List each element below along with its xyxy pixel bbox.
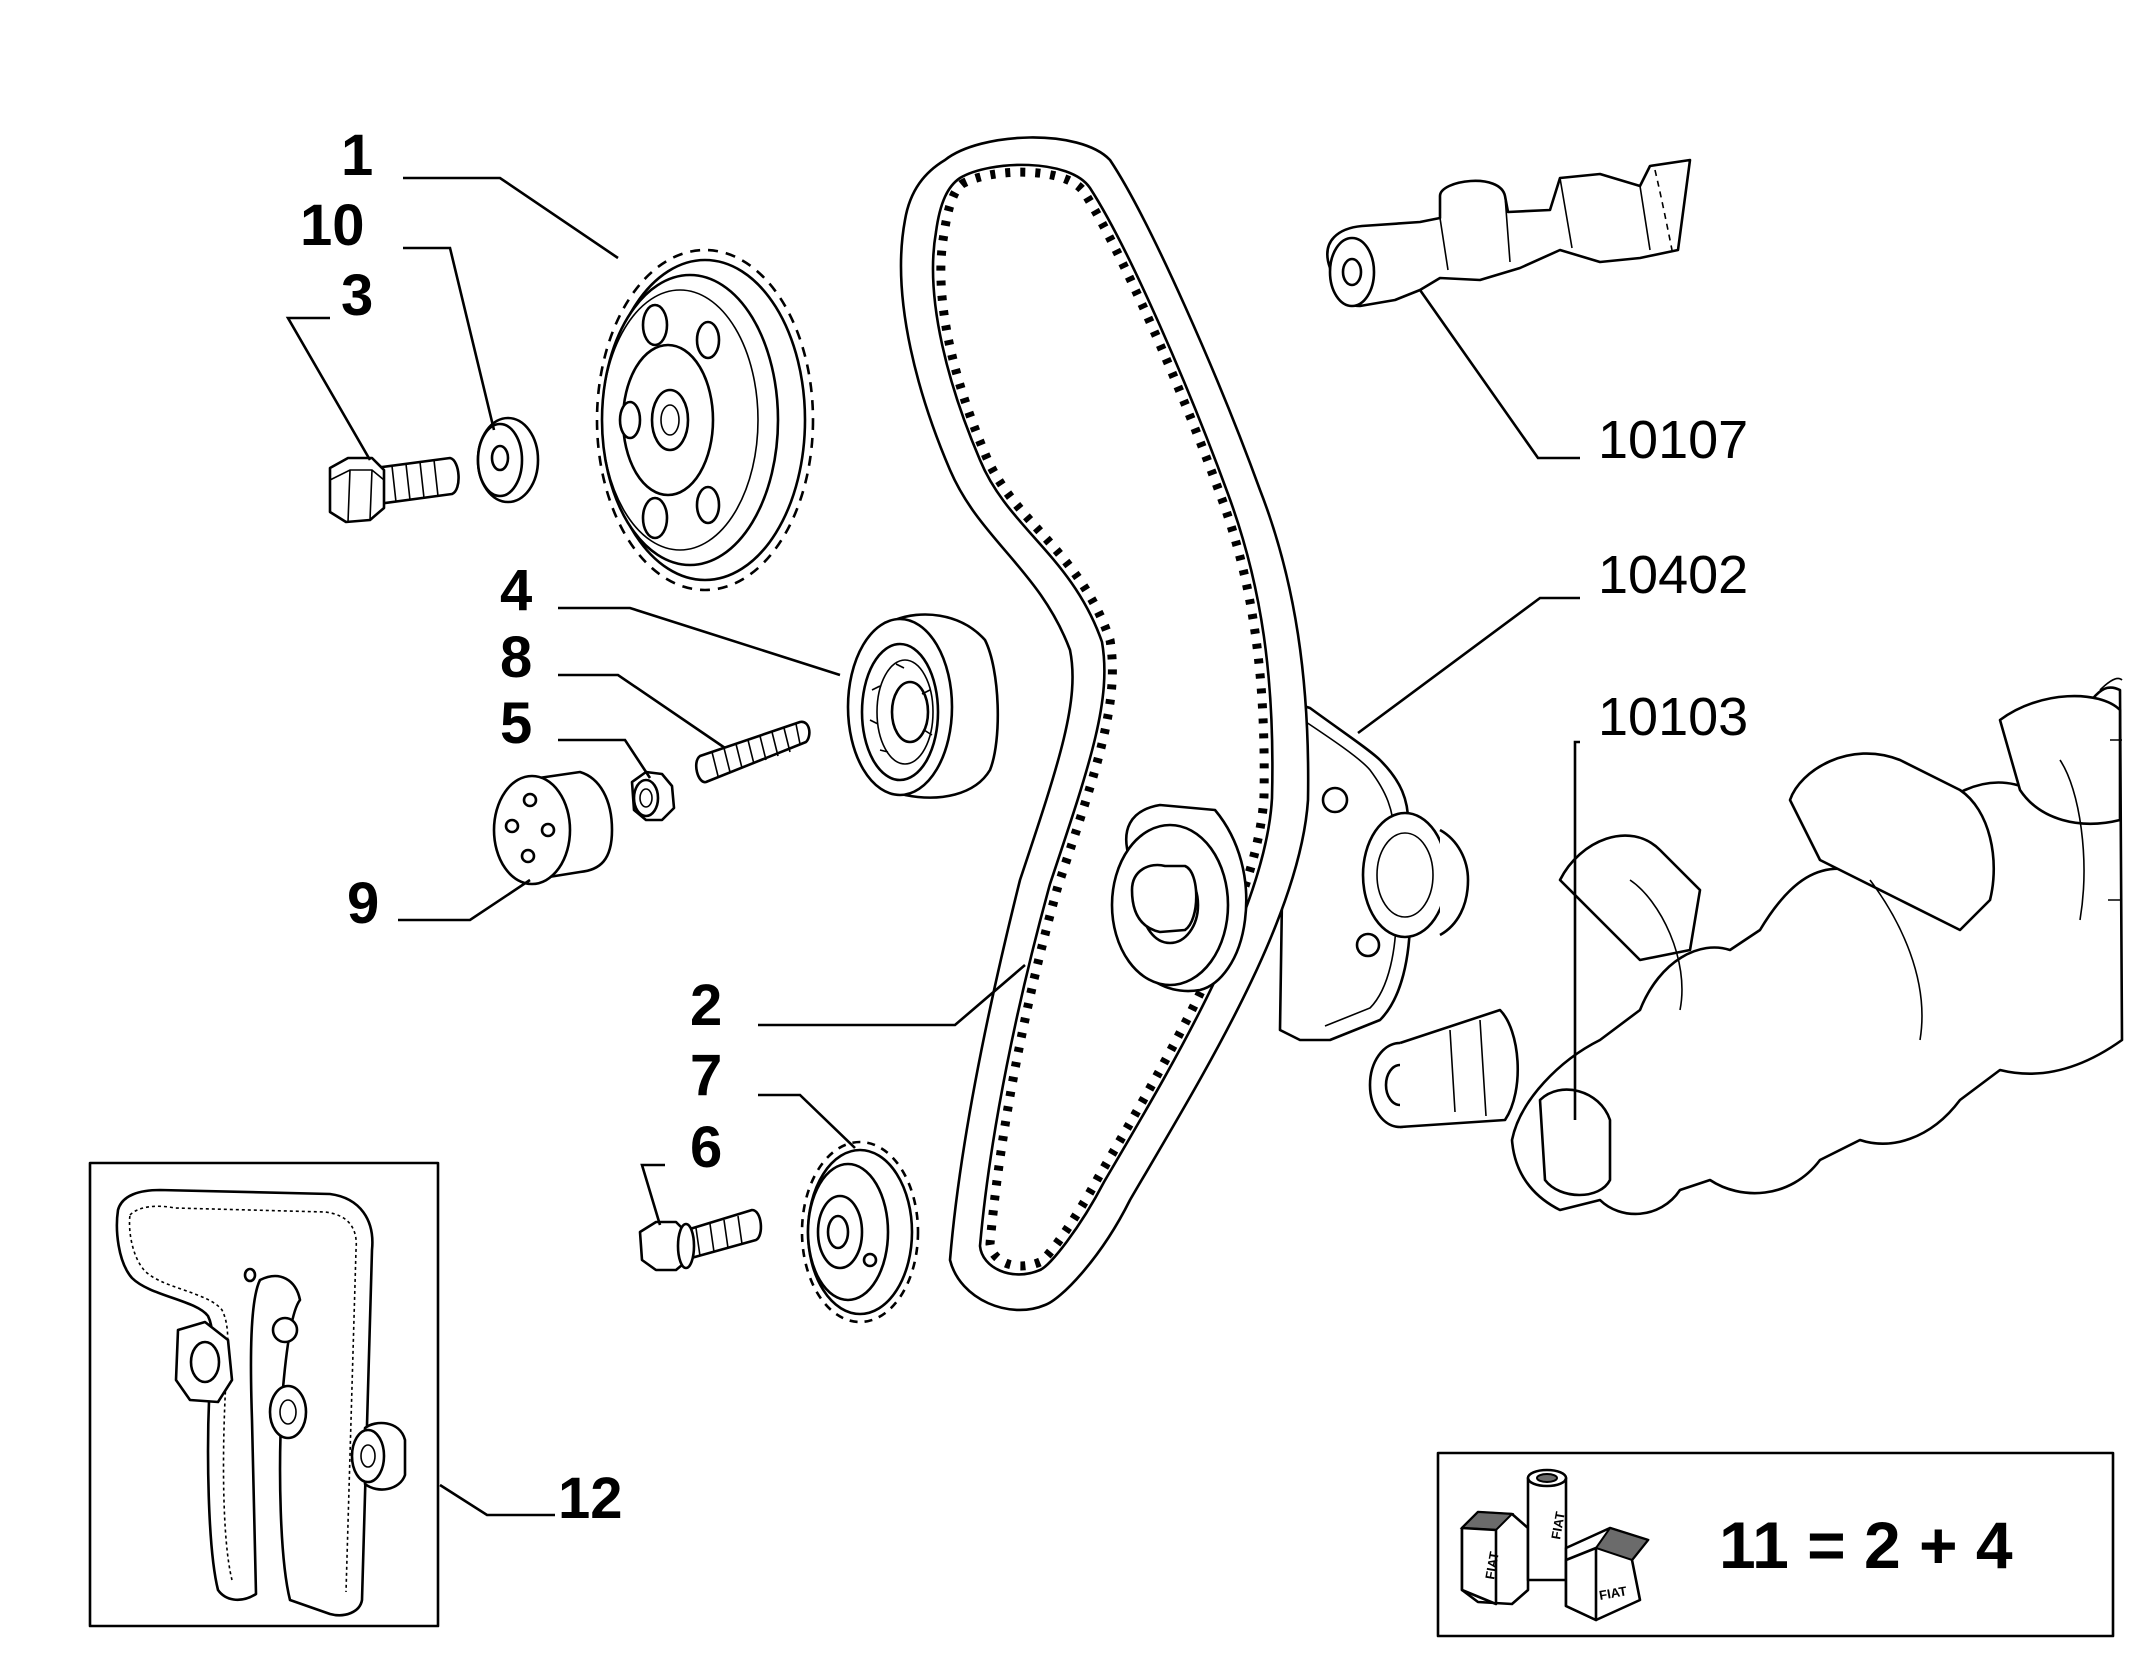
water-pump-pulley bbox=[1110, 803, 1248, 993]
kit-logo-text: FIAT bbox=[1482, 1550, 1502, 1580]
leader-lines bbox=[285, 176, 1580, 1517]
tensioner-pulley bbox=[846, 613, 1000, 799]
callout-12: 12 bbox=[558, 1466, 623, 1531]
idler-spacer bbox=[492, 770, 614, 886]
kit-logo-text-box: FIAT bbox=[1598, 1583, 1628, 1603]
callout-4: 4 bbox=[500, 558, 532, 623]
crankshaft bbox=[1368, 677, 2124, 1216]
pulley-bolt bbox=[328, 456, 460, 524]
callout-1: 1 bbox=[341, 123, 373, 188]
callout-7: 7 bbox=[690, 1043, 722, 1108]
reference-10107: 10107 bbox=[1598, 410, 1748, 470]
tensioner-stud bbox=[694, 720, 811, 784]
camshaft bbox=[1326, 158, 1692, 308]
callout-2: 2 bbox=[690, 973, 722, 1038]
reference-10402: 10402 bbox=[1598, 545, 1748, 605]
callout-6: 6 bbox=[690, 1115, 722, 1180]
camshaft-pulley bbox=[595, 248, 815, 592]
kit-logo-text-tube: FIAT bbox=[1548, 1510, 1568, 1540]
reference-10103: 10103 bbox=[1598, 687, 1748, 747]
callout-5: 5 bbox=[500, 691, 532, 756]
callout-8: 8 bbox=[500, 625, 532, 690]
kit-box: FIAT FIAT FIAT 11 = 2 + 4 bbox=[1436, 1451, 2115, 1638]
timing-belt bbox=[899, 136, 1310, 1312]
callout-3: 3 bbox=[341, 263, 373, 328]
callout-10: 10 bbox=[300, 193, 365, 258]
kit-icon: FIAT FIAT FIAT bbox=[1459, 1468, 1650, 1622]
crankshaft-pulley bbox=[800, 1140, 920, 1324]
belt-routing-inset bbox=[88, 1161, 440, 1628]
reference-labels: 10107 10402 10103 bbox=[1598, 410, 1748, 747]
kit-formula: 11 = 2 + 4 bbox=[1719, 1508, 2013, 1582]
callout-labels: 1 10 3 4 8 5 9 2 7 6 12 bbox=[300, 123, 722, 1531]
callout-9: 9 bbox=[347, 871, 379, 936]
oil-pump-housing bbox=[1278, 698, 1470, 1042]
tensioner-nut bbox=[630, 770, 676, 822]
washer bbox=[476, 416, 540, 504]
crank-pulley-bolt bbox=[638, 1208, 763, 1272]
